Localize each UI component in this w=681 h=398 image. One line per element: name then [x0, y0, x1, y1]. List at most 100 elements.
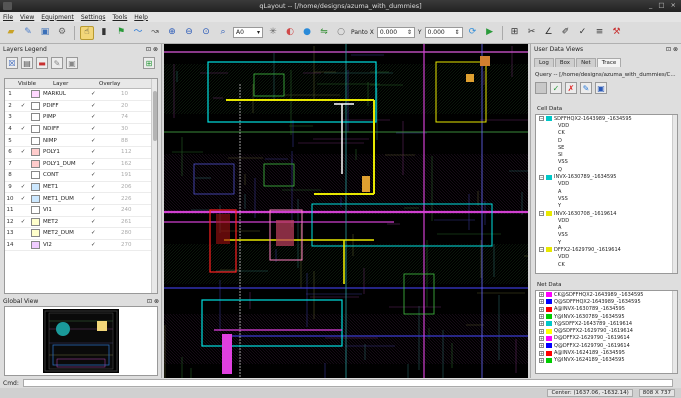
cell-tree-leaf[interactable]: CK [536, 261, 677, 268]
layer-row[interactable]: 6✓POLY1✓112 [5, 147, 157, 159]
cell-tree-leaf[interactable]: VDD [536, 217, 677, 224]
grid-lines-icon[interactable]: ≡ [595, 27, 604, 37]
cell-tree-leaf[interactable]: Q [536, 166, 677, 173]
layer-paint-icon[interactable]: ▬ [36, 57, 48, 69]
layer-row[interactable]: 12✓MET2✓261 [5, 217, 157, 229]
open-folder-icon[interactable]: ▰ [7, 27, 15, 37]
layer-overlay-checkbox[interactable]: ✓ [91, 207, 96, 214]
layer-color-swatch[interactable] [31, 229, 40, 238]
pan-x-input[interactable]: 0.000⇕ [376, 27, 415, 38]
cell-tree-leaf[interactable]: D [536, 137, 677, 144]
layer-close-icon[interactable]: ☒ [6, 57, 18, 69]
query-delete-icon[interactable]: ✗ [565, 82, 577, 94]
layer-color-swatch[interactable] [31, 183, 40, 192]
run-icon[interactable]: ⇋ [320, 27, 328, 37]
cell-tree-leaf[interactable]: A [536, 224, 677, 231]
net-tree-item[interactable]: +Y@SDFFX2-1643789_-1619614 [536, 320, 677, 327]
expand-icon[interactable]: + [539, 314, 544, 320]
collapse-icon[interactable]: − [539, 116, 544, 122]
pencil-icon[interactable]: ✐ [561, 27, 570, 37]
layer-save-icon[interactable]: ▣ [66, 57, 78, 69]
menu-equipment[interactable]: Equipment [41, 13, 74, 21]
layer-overlay-checkbox[interactable]: ✓ [91, 184, 96, 191]
layer-overlay-checkbox[interactable]: ✓ [91, 218, 96, 225]
layer-color-swatch[interactable] [31, 171, 40, 180]
layer-add-icon[interactable]: ⊞ [143, 57, 155, 69]
layer-color-swatch[interactable] [31, 217, 40, 226]
layer-visible-checkbox[interactable]: ✓ [20, 218, 26, 225]
net-tree-item[interactable]: +CK@SDFFHQX2-1643989_-1634595 [536, 291, 677, 298]
layer-visible-checkbox[interactable]: ✓ [20, 102, 26, 109]
tools-icon[interactable]: ⚒ [612, 27, 621, 37]
tab-box[interactable]: Box [554, 58, 576, 67]
layer-color-swatch[interactable] [31, 101, 40, 110]
cell-tree-leaf[interactable]: Y [536, 203, 677, 210]
layer-row[interactable]: 10✓MET1_DUM✓226 [5, 193, 157, 205]
cell-tree-leaf[interactable]: SE [536, 144, 677, 151]
layer-visible-checkbox[interactable]: ✓ [20, 149, 26, 156]
expand-icon[interactable]: + [539, 328, 544, 334]
tab-log[interactable]: Log [534, 58, 554, 67]
layer-overlay-checkbox[interactable]: ✓ [91, 230, 96, 237]
cell-tree-leaf[interactable]: VDD [536, 254, 677, 261]
cell-tree-leaf[interactable]: VSS [536, 159, 677, 166]
cell-tree-leaf[interactable]: VDD [536, 181, 677, 188]
layer-row[interactable]: 4✓NDIFF✓30 [5, 124, 157, 136]
ruler-icon[interactable]: ⊞ [510, 27, 519, 37]
query-run-icon[interactable]: ✓ [550, 82, 562, 94]
window-controls[interactable]: _ □ × [649, 1, 678, 9]
layer-overlay-checkbox[interactable]: ✓ [91, 91, 96, 98]
cell-tree-leaf[interactable]: VDD [536, 122, 677, 129]
query-edit-icon[interactable]: ✎ [580, 82, 592, 94]
command-input[interactable] [22, 379, 673, 387]
stop-icon[interactable]: ▮ [101, 27, 107, 37]
globe-icon[interactable]: ● [303, 27, 311, 37]
menu-tools[interactable]: Tools [112, 13, 128, 21]
zoom-in-icon[interactable]: ⊕ [168, 27, 176, 37]
net-tree-item[interactable]: +Y@INVX-1624189_-1634595 [536, 357, 677, 364]
pan-y-input[interactable]: 0.000⇕ [424, 27, 463, 38]
expand-icon[interactable]: + [539, 357, 544, 363]
layer-overlay-checkbox[interactable]: ✓ [91, 114, 96, 121]
cell-tree-leaf[interactable]: VSS [536, 232, 677, 239]
collapse-icon[interactable]: − [539, 247, 544, 253]
zoom-out-icon[interactable]: ⊖ [185, 27, 193, 37]
refresh-icon[interactable]: ⟳ [468, 27, 477, 37]
net-tree-item[interactable]: +A@INVX-1624189_-1634595 [536, 349, 677, 356]
layers-scrollbar[interactable] [151, 79, 157, 293]
layer-color-swatch[interactable] [31, 241, 40, 250]
net-tree-item[interactable]: +A@INVX-1630789_-1634595 [536, 306, 677, 313]
scrollbar-thumb[interactable] [153, 91, 157, 141]
menu-help[interactable]: Help [134, 13, 148, 21]
global-view-canvas[interactable] [4, 306, 158, 376]
cell-tree-scrollbar[interactable] [672, 115, 677, 273]
zoom-select[interactable]: A0▾ [233, 27, 263, 38]
zoom-box-icon[interactable]: ⌕ [220, 27, 226, 37]
net-tree-item[interactable]: +Q@SDFFHQX2-1643989_-1634595 [536, 298, 677, 305]
layer-view-icon[interactable]: ▤ [21, 57, 33, 69]
layer-overlay-checkbox[interactable]: ✓ [91, 195, 96, 202]
route-icon[interactable]: ↝ [151, 27, 159, 37]
cell-tree-leaf[interactable]: Y [536, 239, 677, 246]
query-save-icon[interactable]: ▣ [595, 82, 607, 94]
layer-overlay-checkbox[interactable]: ✓ [91, 102, 96, 109]
layer-color-swatch[interactable] [31, 125, 40, 134]
layer-overlay-checkbox[interactable]: ✓ [91, 242, 96, 249]
net-tree-scrollbar[interactable] [672, 291, 677, 373]
layer-visible-checkbox[interactable]: ✓ [20, 184, 26, 191]
cell-tree-leaf[interactable]: SI [536, 151, 677, 158]
expand-icon[interactable]: + [539, 299, 544, 305]
layer-overlay-checkbox[interactable]: ✓ [91, 149, 96, 156]
query-clear-icon[interactable] [535, 82, 547, 94]
go-icon[interactable]: ▶ [486, 27, 493, 37]
layer-row[interactable]: 2✓PDIFF✓20 [5, 101, 157, 113]
layer-row[interactable]: 9✓MET1✓206 [5, 182, 157, 194]
collapse-icon[interactable]: − [539, 174, 544, 180]
layer-visible-checkbox[interactable]: ✓ [20, 126, 26, 133]
palette-icon[interactable]: ◐ [286, 27, 294, 37]
